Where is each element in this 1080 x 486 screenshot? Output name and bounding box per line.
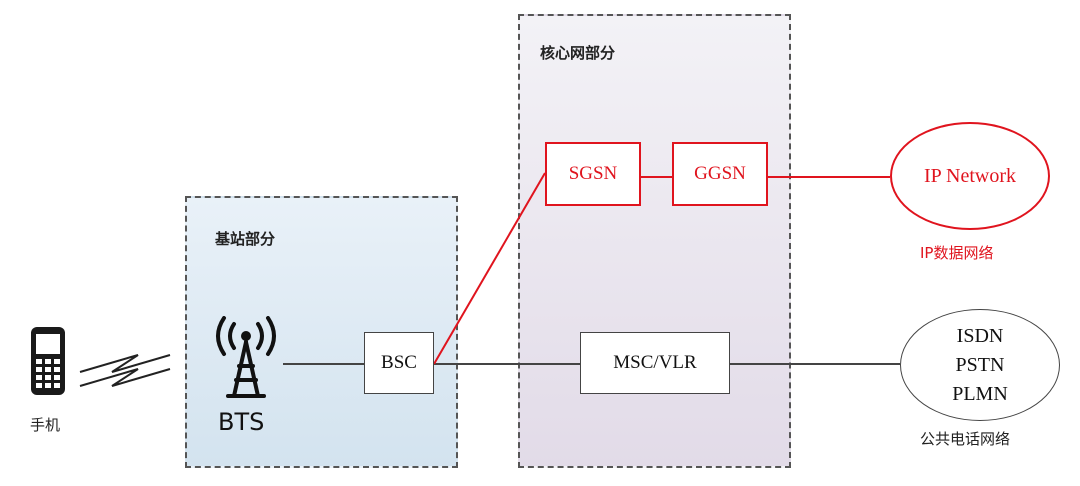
bsc-node: BSC [364, 332, 434, 394]
cell-tower-icon [210, 316, 282, 400]
bts-label: BTS [218, 408, 265, 436]
sgsn-node: SGSN [545, 142, 641, 206]
ggsn-node: GGSN [672, 142, 768, 206]
wireless-link-icon [79, 354, 171, 387]
ip-network-label: IP Network [923, 164, 1017, 187]
plmn-label: PLMN [952, 382, 1008, 405]
base-station-region-title: 基站部分 [215, 230, 276, 248]
mobile-phone-icon [28, 326, 68, 396]
phone-label: 手机 [30, 416, 61, 434]
bsc-label: BSC [381, 352, 417, 373]
pstn-label: PSTN [955, 353, 1005, 376]
core-network-region-title: 核心网部分 [540, 44, 616, 62]
ip-network-ellipse: IP Network [890, 122, 1050, 230]
msc-vlr-node: MSC/VLR [580, 332, 730, 394]
isdn-label: ISDN [956, 324, 1004, 347]
msc-vlr-label: MSC/VLR [613, 352, 697, 373]
ip-network-caption: IP数据网络 [920, 244, 994, 262]
sgsn-label: SGSN [568, 163, 618, 184]
ggsn-label: GGSN [694, 163, 746, 184]
phone-network-caption: 公共电话网络 [920, 430, 1011, 448]
phone-network-ellipse: ISDN PSTN PLMN [900, 309, 1060, 421]
bsc-sgsn-link [433, 172, 546, 365]
